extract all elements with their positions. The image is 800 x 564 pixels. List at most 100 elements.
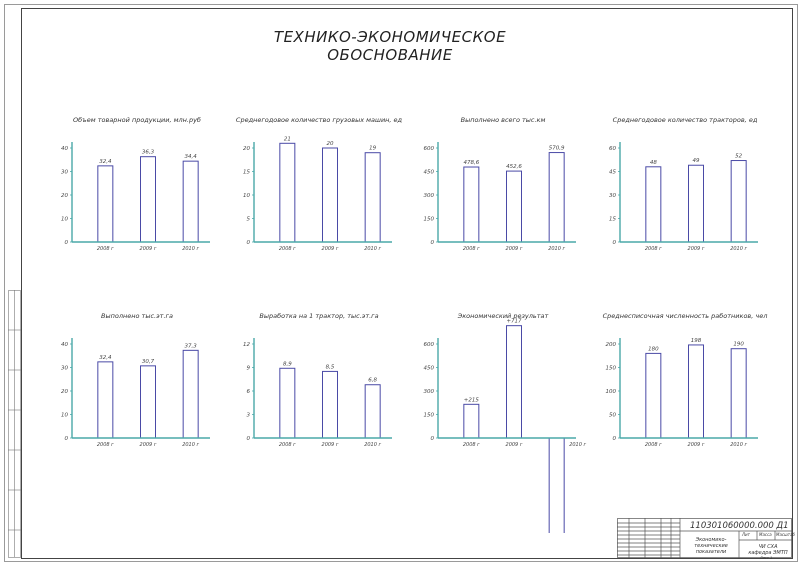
y-tick-label: 200: [606, 342, 617, 348]
bar: [548, 437, 565, 533]
data-label: 8,5: [326, 364, 335, 370]
stamp-stage-header: Лит: [742, 532, 750, 537]
chart-tractors: Среднегодовое количество тракторов, ед 0…: [600, 112, 770, 262]
category-label: 2010 г: [569, 442, 586, 448]
stamp-mass-header: Масса: [759, 532, 772, 537]
y-tick-label: 0: [65, 240, 69, 246]
y-tick-label: 12: [243, 342, 250, 348]
data-label: 6,8: [368, 378, 377, 384]
chart-title: Выполнено всего тыс.км: [460, 116, 546, 124]
bar: [364, 152, 381, 243]
data-label: +215: [464, 397, 480, 403]
category-label: 2010 г: [730, 442, 747, 448]
data-label: 570,9: [549, 146, 565, 152]
y-tick-label: 300: [424, 389, 435, 395]
category-label: 2008 г: [645, 442, 662, 448]
data-label: 48: [650, 160, 657, 166]
data-label: 36,3: [142, 150, 155, 156]
data-label: 30,7: [142, 359, 155, 365]
category-label: 2009 г: [688, 246, 705, 252]
category-label: 2010 г: [364, 442, 381, 448]
y-tick-label: 0: [613, 436, 617, 442]
category-label: 2010 г: [182, 246, 199, 252]
bar: [730, 160, 747, 243]
category-label: 2010 г: [730, 246, 747, 252]
bar: [463, 166, 480, 243]
chart-title: Среднегодовое количество грузовых машин,…: [235, 116, 403, 124]
left-binding-strip: [8, 290, 21, 558]
bar: [182, 349, 199, 439]
y-tick-label: 45: [609, 170, 616, 176]
bar: [506, 325, 522, 439]
organization: ЧИ СХА кафедра ЭМТП: [748, 544, 788, 556]
bar: [140, 156, 156, 243]
category-label: 2010 г: [548, 246, 565, 252]
bar: [97, 165, 114, 243]
y-tick-label: 10: [61, 413, 68, 419]
category-label: 2009 г: [322, 442, 339, 448]
category-label: 2009 г: [506, 246, 523, 252]
category-label: 2010 г: [364, 246, 381, 252]
chart-title: Среднегодовое количество тракторов, ед: [612, 116, 758, 124]
data-label: 452,6: [506, 164, 522, 170]
chart-avg-employees: Среднесписочная численность работников, …: [600, 308, 770, 458]
drawing-frame: [21, 8, 793, 559]
data-label: 34,4: [185, 154, 198, 160]
y-tick-label: 9: [247, 366, 251, 372]
chart-trucks: Среднегодовое количество грузовых машин,…: [234, 112, 404, 262]
y-tick-label: 0: [65, 436, 69, 442]
y-tick-label: 30: [609, 193, 616, 199]
outer-border: [4, 4, 798, 562]
category-label: 2009 г: [322, 246, 339, 252]
y-tick-label: 0: [247, 240, 251, 246]
y-tick-label: 40: [61, 146, 68, 152]
bar: [506, 170, 522, 243]
chart-title: Выработка на 1 трактор, тыс.эт.га: [259, 312, 379, 320]
y-tick-label: 0: [613, 240, 617, 246]
drawing-title: ТЕХНИКО-ЭКОНОМИЧЕСКОЕ ОБОСНОВАНИЕ: [273, 28, 507, 64]
y-tick-label: 6: [247, 389, 251, 395]
y-tick-label: 150: [606, 366, 617, 372]
bar: [645, 166, 662, 243]
category-label: 2009 г: [140, 246, 157, 252]
category-label: 2009 г: [506, 442, 523, 448]
y-tick-label: 450: [424, 366, 435, 372]
y-tick-label: 150: [424, 217, 435, 223]
y-tick-label: 15: [609, 217, 616, 223]
data-label: 21: [284, 136, 291, 142]
y-tick-label: 60: [609, 146, 616, 152]
chart-title: Выполнено тыс.эт.га: [101, 312, 173, 320]
y-tick-label: 50: [609, 413, 616, 419]
bar: [97, 361, 114, 439]
y-tick-label: 300: [424, 193, 435, 199]
title-block: [617, 518, 792, 558]
y-tick-label: 0: [431, 436, 435, 442]
data-label: +717: [506, 319, 522, 325]
category-label: 2008 г: [279, 442, 296, 448]
data-label: 49: [693, 158, 700, 164]
y-tick-label: 3: [247, 413, 251, 419]
y-tick-label: 30: [61, 170, 68, 176]
chart-title: Объем товарной продукции, млн.руб: [73, 116, 201, 124]
bar: [364, 384, 381, 439]
chart-title: Среднесписочная численность работников, …: [602, 312, 768, 320]
sheet-number: Лист 1: [760, 556, 773, 560]
y-tick-label: 10: [243, 193, 250, 199]
data-label: 20: [327, 141, 334, 147]
data-label: 37,3: [185, 343, 198, 349]
data-label: 19: [369, 146, 376, 152]
y-tick-label: 20: [61, 193, 68, 199]
y-tick-label: 30: [61, 366, 68, 372]
y-tick-label: 5: [247, 217, 251, 223]
bar: [688, 164, 704, 243]
data-label: 198: [691, 338, 702, 344]
